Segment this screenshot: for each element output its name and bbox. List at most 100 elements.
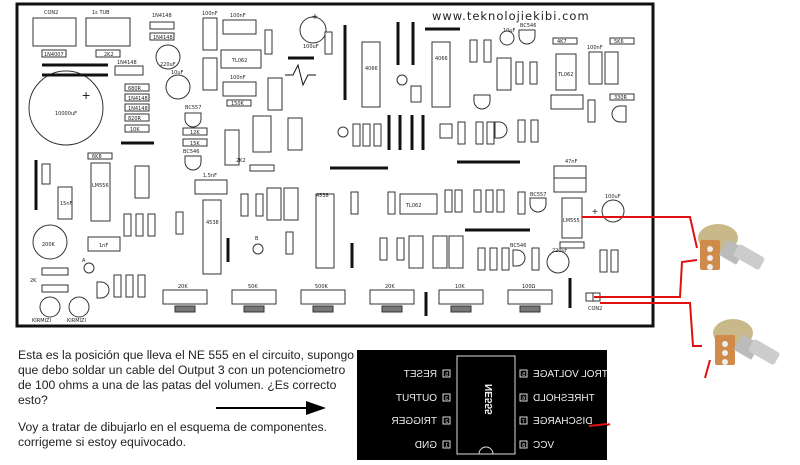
ic-tl062-c [399,193,438,215]
pin-right-1: 8 VCC [519,440,554,451]
pot-500k [300,289,346,305]
con2-top-connector [32,17,77,47]
capacitor-100nf-b [202,57,218,91]
resistor-4k7-d [352,123,361,147]
svg-text:+: + [82,87,90,103]
capacitor-100nf-g [588,51,603,85]
resistor-15k [182,138,208,147]
svg-text:VCC: VCC [533,440,554,451]
svg-text:1ε TUB: 1ε TUB [92,10,110,16]
capacitor-220uf-b [546,250,570,274]
capacitor-100nf-k [448,235,464,269]
website-label: www.teknolojiekibi.com [432,9,590,23]
pot-20k-b [369,289,415,305]
svg-text:100nF: 100nF [202,11,218,17]
capacitor-100nf-i [550,94,584,110]
note-paragraph-1: Esta es la posición que lleva el NE 555 … [18,348,355,407]
wire-pot2-tail [704,359,711,379]
pin-left-5: 5 RESET [404,369,451,380]
ic-tl062-a [220,49,262,69]
svg-text:1N4148: 1N4148 [117,60,137,66]
capacitor-10uf [165,74,191,100]
svg-text:2K2: 2K2 [104,52,114,58]
svg-text:15K: 15K [190,141,200,147]
resistor-5k6 [609,37,635,45]
svg-text:5: 5 [522,372,525,378]
led-kirmizi-b [68,296,90,318]
trimmer-c [396,74,408,86]
diode-vert-a [517,119,526,143]
diode-1n4148-d [124,93,150,102]
svg-text:1nF: 1nF [99,243,108,249]
svg-text:LM556: LM556 [92,183,109,189]
resistor-1n4007 [41,49,67,58]
capacitor-100nf-d [222,81,257,97]
resistor-33k-b [350,191,359,215]
switch-b [439,123,453,139]
svg-text:BC546: BC546 [510,243,526,249]
ic-4538-b [315,193,335,269]
board-outline [15,2,655,328]
resistor-2k [41,267,69,276]
svg-text:GND: GND [415,440,437,451]
svg-text:1N4007: 1N4007 [44,52,64,58]
wire-con2-b [600,302,702,347]
svg-text:500K: 500K [315,284,329,290]
svg-text:5: 5 [445,372,448,378]
wire-con2-a [594,259,698,298]
svg-text:8: 8 [522,443,525,449]
svg-text:100nF: 100nF [230,75,246,81]
svg-text:1N4148: 1N4148 [152,13,172,19]
resistor-4k7-e [362,123,371,147]
svg-text:4538: 4538 [206,220,219,226]
svg-text:2K2: 2K2 [236,158,246,164]
svg-text:BC557: BC557 [530,192,546,198]
svg-text:RESET: RESET [404,369,437,380]
arrow-icon [216,401,326,415]
svg-text:10K: 10K [455,284,465,290]
trimmer-b [337,126,349,138]
svg-text:A: A [82,258,86,264]
waveform-symbol [285,63,316,87]
ic-tl062-b [555,53,577,91]
ic-4066-a [361,41,381,108]
svg-text:BC546: BC546 [520,23,536,29]
resistor-vert-a [264,29,273,55]
trimmer-200k [32,224,68,260]
transistor-bc546-d [611,105,627,123]
svg-text:820R: 820R [128,116,142,122]
svg-text:150K: 150K [231,101,245,107]
resistor-2k7 [255,193,264,217]
svg-text:10K: 10K [130,127,140,133]
resistor-2k2-c [379,237,388,261]
svg-text:100uF: 100uF [303,44,319,50]
svg-text:2K: 2K [30,278,37,284]
resistor-4k7-k [599,249,608,273]
transistor-bc557-a [184,112,202,128]
capacitor-1-5nf [194,179,228,195]
svg-text:DISCHARGE: DISCHARGE [533,416,593,427]
transistor-bc546-b [518,29,536,45]
note-paragraph-2: Voy a tratar de dibujarlo en el esquema … [18,420,327,449]
capacitor-1uf-c [283,187,299,221]
ne555-label: NE555 [484,384,495,415]
diode-1n4148-vert [41,163,51,185]
svg-text:2: 2 [445,419,448,425]
svg-text:6K8: 6K8 [92,154,102,160]
diode-1n4148-e [124,103,150,112]
svg-text:OUTPUT: OUTPUT [396,393,437,404]
resistor-680r-b [531,247,540,271]
resistor-4k7-c [552,37,578,45]
svg-text:100Ω: 100Ω [522,284,536,290]
ic-4066-b [431,41,451,108]
resistor-680r [124,83,150,92]
diode-1n4148-b [149,32,175,41]
svg-text:4066: 4066 [365,66,378,72]
potentiometers [162,289,553,313]
diode-vert-b [530,119,539,143]
transistor-bc557-c [529,197,547,213]
potentiometer-1 [698,224,765,270]
